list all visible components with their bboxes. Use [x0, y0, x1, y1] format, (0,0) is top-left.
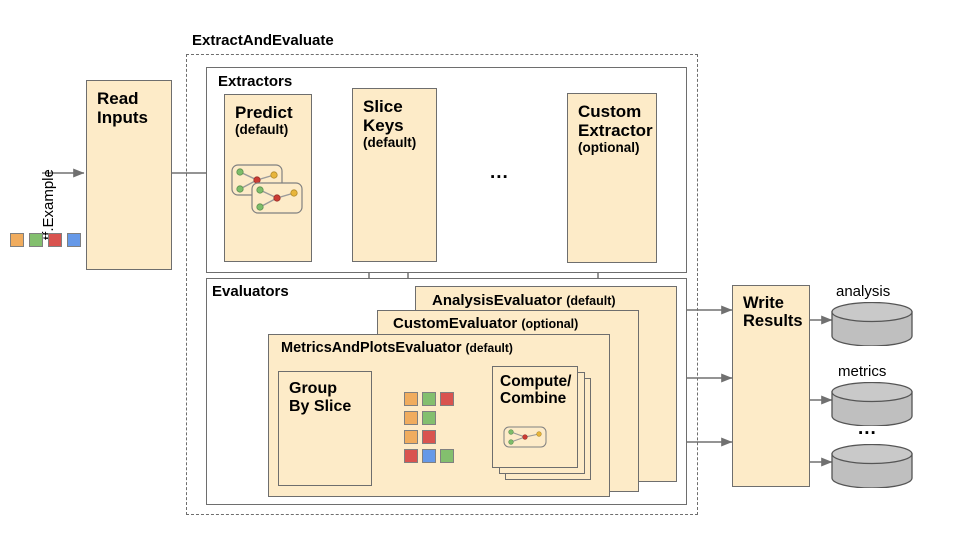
output-label-analysis: analysis [836, 283, 891, 300]
group-by-slice-box[interactable]: Group By Slice [278, 371, 372, 486]
evaluator-analysis-label: AnalysisEvaluator (default) [432, 292, 616, 309]
extractor-slice-keys-box[interactable]: Slice Keys (default) [352, 88, 437, 262]
output-label-metrics: metrics [838, 363, 887, 380]
graph-nodes-icon [231, 164, 303, 214]
graph-nodes-icon [503, 426, 547, 448]
extractor-custom-box[interactable]: Custom Extractor (optional) [567, 93, 657, 263]
chip-orange [10, 233, 24, 247]
read-inputs-box[interactable]: Read Inputs [86, 80, 172, 270]
slice-chip [404, 411, 418, 425]
write-results-label: Write Results [743, 294, 803, 331]
output-cylinder-metrics[interactable] [830, 382, 914, 426]
compute-combine-label: Compute/ Combine [500, 373, 572, 408]
extractor-predict-label: Predict (default) [235, 103, 293, 138]
slice-chip [422, 411, 436, 425]
extract-and-evaluate-container [186, 54, 698, 515]
slice-chip [422, 430, 436, 444]
group-by-slice-label: Group By Slice [289, 380, 352, 415]
input-label-tf-example: tf.Example [40, 169, 57, 240]
output-cylinder-analysis[interactable] [830, 302, 914, 346]
slice-chip [404, 430, 418, 444]
write-results-box[interactable]: Write Results [732, 285, 810, 487]
read-inputs-label: Read Inputs [97, 89, 148, 128]
slice-chip [404, 449, 418, 463]
extractors-label: Extractors [218, 73, 293, 90]
slice-chip [404, 392, 418, 406]
extract-and-evaluate-title: ExtractAndEvaluate [192, 32, 334, 49]
slice-chip [440, 449, 454, 463]
chip-green [29, 233, 43, 247]
slice-chip [422, 449, 436, 463]
output-label-ellipsis: ... [858, 418, 877, 439]
evaluator-custom-label: CustomEvaluator (optional) [393, 315, 579, 332]
extractor-predict-box[interactable]: Predict (default) [224, 94, 312, 262]
slice-chip [440, 392, 454, 406]
extractors-ellipsis: ... [490, 162, 509, 183]
input-chip-group [10, 233, 81, 249]
extractor-slice-keys-label: Slice Keys (default) [363, 97, 417, 151]
evaluator-metrics-and-plots-label: MetricsAndPlotsEvaluator (default) [281, 340, 513, 356]
extractor-custom-label: Custom Extractor (optional) [578, 102, 653, 156]
slice-chip [422, 392, 436, 406]
chip-red [48, 233, 62, 247]
slice-chip-rows [404, 392, 466, 472]
compute-combine-box[interactable]: Compute/ Combine [492, 366, 578, 468]
evaluators-label: Evaluators [212, 283, 289, 300]
chip-blue [67, 233, 81, 247]
output-cylinder-other[interactable] [830, 444, 914, 488]
